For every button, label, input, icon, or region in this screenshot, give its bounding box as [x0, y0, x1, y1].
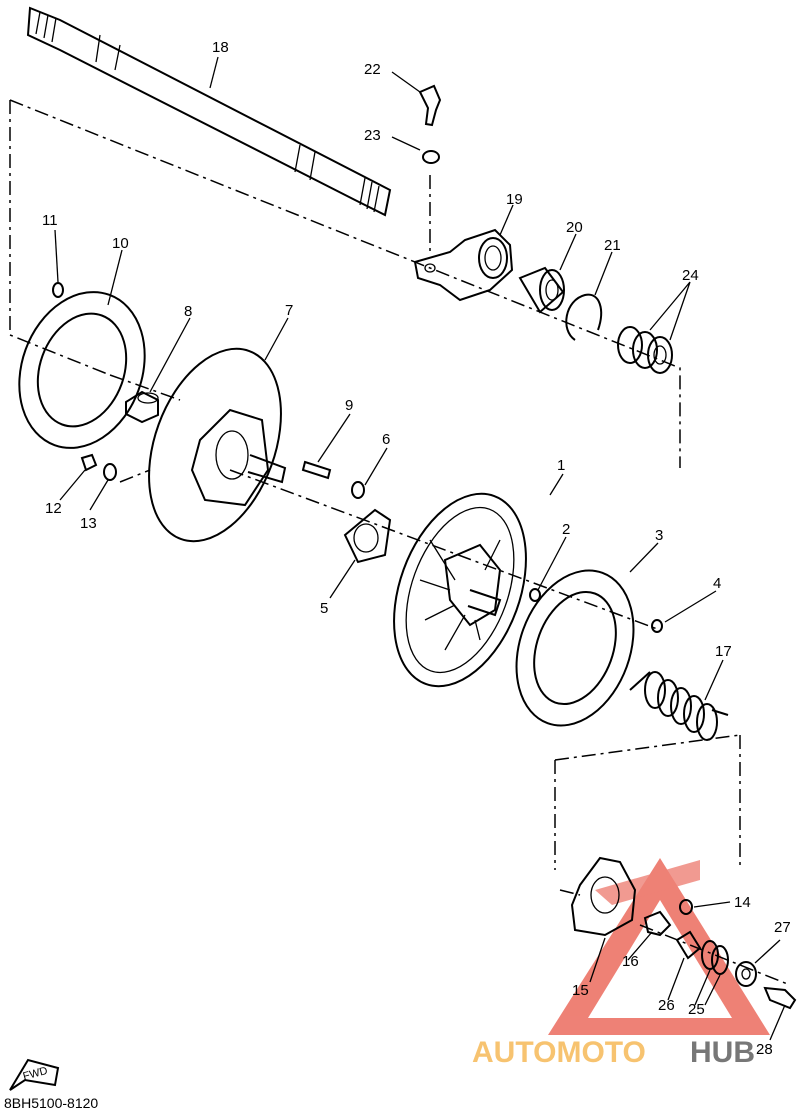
- label-23: 23: [364, 127, 381, 144]
- bearing-part-20: [518, 266, 565, 314]
- label-25: 25: [688, 1001, 705, 1018]
- screw-part-2: [529, 588, 541, 602]
- washer-part-13: [103, 463, 117, 481]
- label-11: 11: [42, 212, 58, 229]
- bolt-part-28: [763, 986, 797, 1010]
- spacer-part-25: [701, 940, 729, 975]
- label-13: 13: [80, 515, 97, 532]
- bolt-part-12: [80, 453, 98, 472]
- bushing-part-16: [643, 910, 672, 937]
- label-6: 6: [382, 431, 390, 448]
- collar-part-26: [675, 930, 702, 960]
- watermark-text: AUTOMOTO HUB: [472, 1036, 755, 1069]
- circlip-part-21: [565, 293, 603, 341]
- label-20: 20: [566, 219, 583, 236]
- nut-part-14: [679, 899, 693, 915]
- label-19: 19: [506, 191, 523, 208]
- label-28: 28: [756, 1041, 773, 1058]
- fwd-arrow-icon: [9, 1058, 60, 1091]
- leader-lines: [54, 56, 786, 1041]
- plate-part-3: [515, 569, 635, 727]
- bolt-part-22: [418, 84, 442, 127]
- label-2: 2: [562, 521, 570, 538]
- screw-part-6: [351, 481, 365, 499]
- label-1: 1: [557, 457, 565, 474]
- watermark-text-b: HUB: [690, 1036, 755, 1069]
- label-15: 15: [572, 982, 589, 999]
- spring-part-17: [629, 671, 729, 741]
- plate-part-10: [18, 291, 146, 449]
- label-27: 27: [774, 919, 791, 936]
- label-21: 21: [604, 237, 621, 254]
- washer-part-23: [422, 150, 440, 164]
- collar-part-24: [617, 326, 673, 374]
- part-labels: 18 22 23 19 20 21 24 11 10 8 7 9 6 1 2 3…: [42, 39, 791, 1058]
- label-26: 26: [658, 997, 675, 1014]
- label-7: 7: [285, 302, 293, 319]
- label-22: 22: [364, 61, 381, 78]
- label-5: 5: [320, 600, 328, 617]
- label-9: 9: [345, 397, 353, 414]
- label-18: 18: [212, 39, 229, 56]
- sheave-assembly-part-1: [393, 492, 527, 688]
- label-4: 4: [713, 575, 721, 592]
- bearing-housing-part-19: [413, 228, 514, 302]
- watermark-text-a: AUTOMOTO: [472, 1036, 646, 1069]
- label-8: 8: [184, 303, 192, 320]
- watermark-logo: [548, 858, 770, 1035]
- pin-part-9: [301, 460, 332, 480]
- diagram-code: 8BH5100-8120: [4, 1095, 98, 1111]
- label-10: 10: [112, 235, 129, 252]
- screw-part-4: [651, 619, 663, 633]
- label-3: 3: [655, 527, 663, 544]
- screw-part-11: [52, 282, 64, 298]
- fwd-label: FWD: [22, 1065, 49, 1083]
- label-17: 17: [715, 643, 732, 660]
- label-16: 16: [622, 953, 639, 970]
- label-14: 14: [734, 894, 751, 911]
- sheave-part-7: [148, 347, 287, 543]
- cam-part-15: [570, 856, 637, 937]
- bushing-part-8: [125, 390, 159, 424]
- shaft-part-18: [26, 6, 392, 217]
- label-24: 24: [682, 267, 699, 284]
- assembly-lines: [9, 99, 791, 986]
- gasket-part-5: [343, 508, 392, 564]
- label-12: 12: [45, 500, 62, 517]
- washer-part-27: [735, 961, 757, 987]
